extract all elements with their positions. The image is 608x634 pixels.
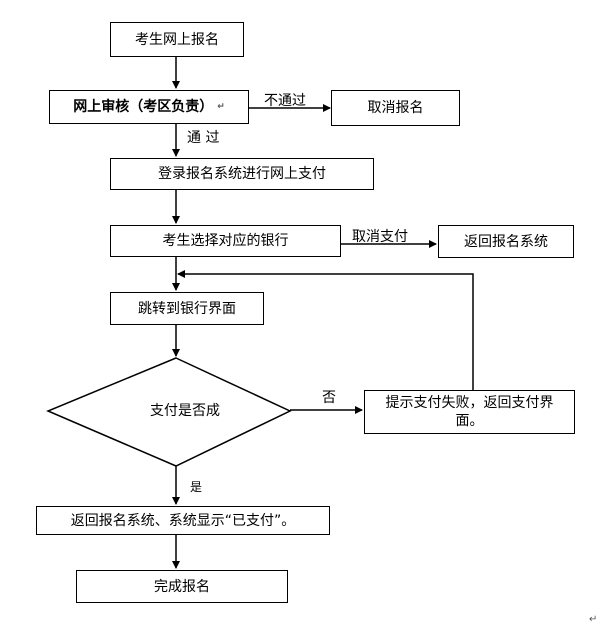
node-select-bank: 考生选择对应的银行 — [110, 225, 341, 257]
node-review-label: 网上审核（考区负责） — [73, 99, 214, 115]
node-jump-bank: 跳转到银行界面 — [110, 292, 264, 325]
edge-fail-loop-back — [177, 270, 474, 390]
node-login-pay: 登录报名系统进行网上支付 — [110, 158, 374, 190]
node-register: 考生网上报名 — [110, 22, 244, 57]
node-login-pay-label: 登录报名系统进行网上支付 — [158, 166, 326, 182]
node-decision-label: 支付是否成 — [150, 403, 220, 419]
node-review-mark: ↵ — [217, 102, 225, 112]
node-return-system: 返回报名系统 — [438, 225, 574, 258]
node-return-system-label: 返回报名系统 — [464, 233, 548, 250]
node-cancel-registration-label: 取消报名 — [367, 100, 424, 116]
node-register-label: 考生网上报名 — [135, 31, 219, 48]
edge-label-pass: 通 过 — [187, 130, 220, 146]
node-success-display: 返回报名系统、系统显示“已支付”。 — [36, 506, 330, 535]
node-success-display-label: 返回报名系统、系统显示“已支付”。 — [70, 512, 296, 529]
page-end-mark: ↵ — [589, 614, 598, 625]
edge-label-yes: 是 — [190, 480, 203, 494]
node-select-bank-label: 考生选择对应的银行 — [162, 233, 289, 249]
node-jump-bank-label: 跳转到银行界面 — [138, 300, 236, 317]
edge-label-no: 否 — [322, 390, 336, 406]
node-complete-label: 完成报名 — [154, 578, 210, 595]
edge-label-cancel-payment: 取消支付 — [352, 229, 408, 245]
node-complete: 完成报名 — [76, 570, 288, 603]
node-cancel-registration: 取消报名 — [331, 90, 460, 126]
node-fail-notice-label: 提示支付失败，返回支付界面。 — [385, 395, 554, 429]
edge-label-not-pass: 不通过 — [264, 93, 306, 109]
node-fail-notice: 提示支付失败，返回支付界面。 — [364, 390, 575, 434]
node-review: 网上审核（考区负责） ↵ — [49, 90, 249, 124]
